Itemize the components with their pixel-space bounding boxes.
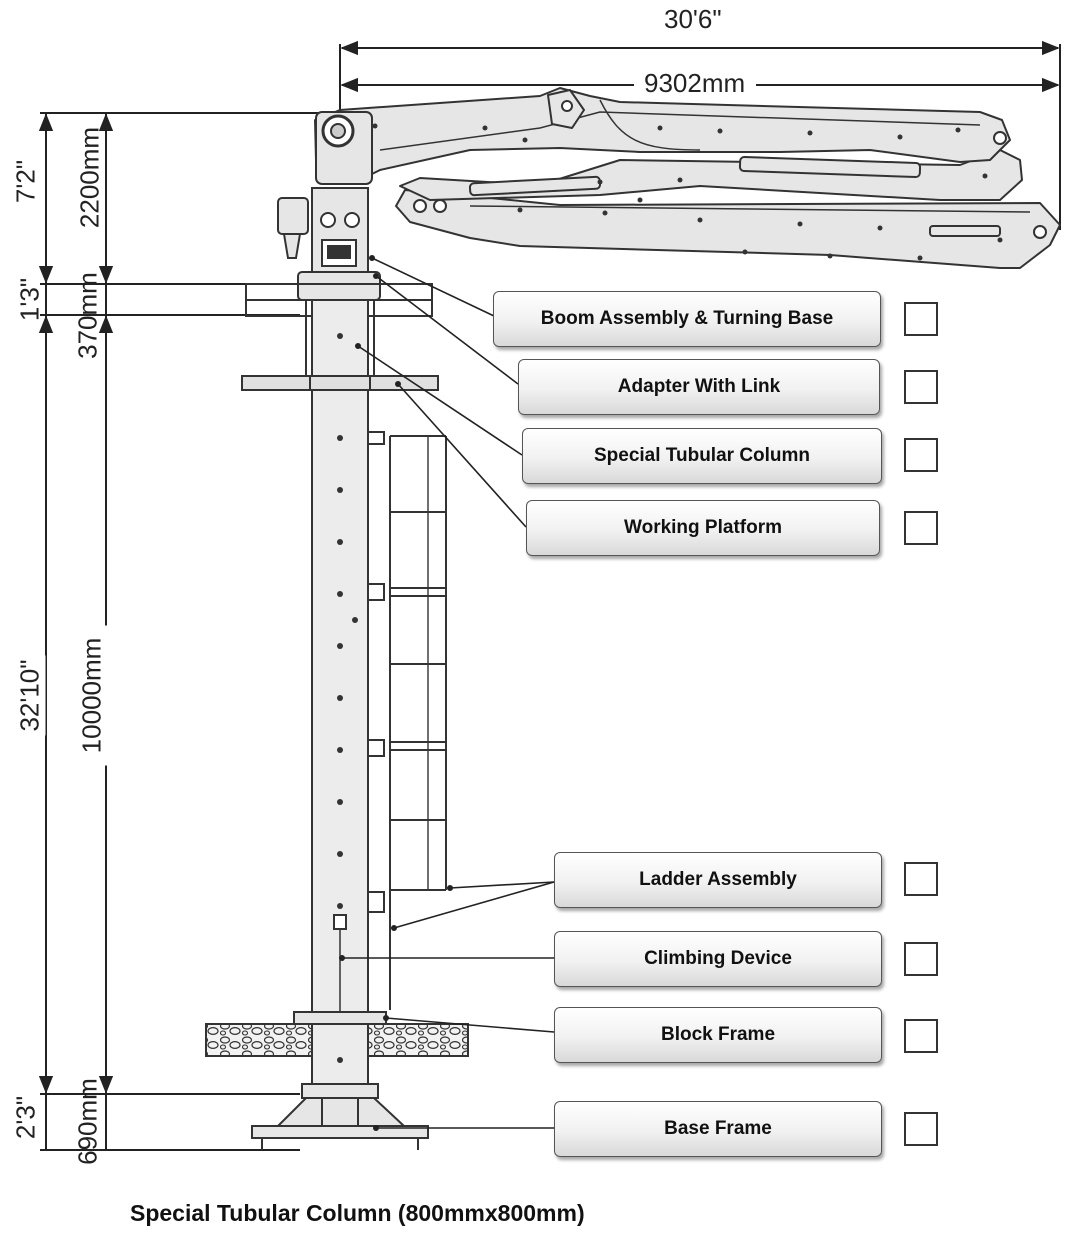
top-metric-dimension: 9302mm [640,68,750,99]
label-ladder-assembly: Ladder Assembly [554,852,882,908]
checkbox-working-platform[interactable] [904,511,938,545]
left-dimension-lines [38,112,330,1151]
checkbox-base-frame[interactable] [904,1112,938,1146]
label-boom-assembly: Boom Assembly & Turning Base [493,291,881,347]
checkbox-boom-assembly[interactable] [904,302,938,336]
label-block-frame: Block Frame [554,1007,882,1063]
figure-caption: Special Tubular Column (800mmx800mm) [130,1200,585,1226]
base-frame [251,1083,429,1150]
checkbox-block-frame[interactable] [904,1019,938,1053]
checkbox-adapter-with-link[interactable] [904,370,938,404]
dim-imperial-boom: 7'2" [10,159,41,204]
dim-imperial-base: 2'3" [10,1095,41,1140]
boom-bolts [372,123,1003,261]
top-imperial-dimension: 30'6" [664,4,722,34]
label-working-platform: Working Platform [526,500,880,556]
column-bolts [337,333,358,1063]
tubular-column [305,299,375,1121]
dim-metric-adapter: 370mm [72,272,103,359]
dim-imperial-column: 32'10" [14,655,46,736]
checkbox-climbing-device[interactable] [904,942,938,976]
dim-metric-base: 690mm [72,1078,103,1165]
label-base-frame: Base Frame [554,1101,882,1157]
working-platform [241,375,439,391]
checkbox-special-tubular-column[interactable] [904,438,938,472]
turning-base [277,187,369,277]
dim-metric-boom: 2200mm [74,126,105,229]
top-dimension-lines [339,40,1061,230]
label-climbing-device: Climbing Device [554,931,882,987]
leader-lines [342,257,555,1129]
block-frame [205,1011,469,1057]
dim-metric-column: 10000mm [76,625,108,766]
label-special-tubular-column: Special Tubular Column [522,428,882,484]
dim-imperial-adapter: 1'3" [14,277,45,322]
ladder-assembly [368,431,447,1057]
boom-assembly [314,87,1061,269]
checkbox-ladder-assembly[interactable] [904,862,938,896]
label-adapter-with-link: Adapter With Link [518,359,880,415]
leader-dots [339,255,453,1131]
